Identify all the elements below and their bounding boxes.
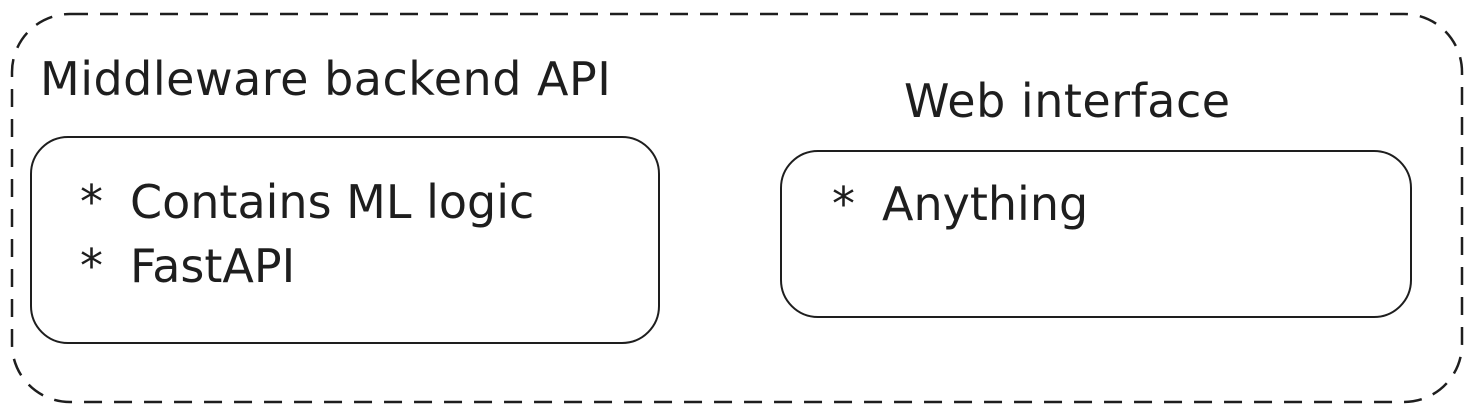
backend-box xyxy=(30,136,660,344)
web-bullet-item: * Anything xyxy=(832,172,1088,236)
backend-bullet-item: * FastAPI xyxy=(80,234,534,298)
backend-bullet-item: * Contains ML logic xyxy=(80,170,534,234)
backend-bullet-text: Contains ML logic xyxy=(130,175,535,229)
web-group-title: Web interface xyxy=(904,74,1231,128)
backend-group-title: Middleware backend API xyxy=(40,52,612,106)
web-bullet-text: Anything xyxy=(882,177,1089,231)
backend-bullet-list: * Contains ML logic * FastAPI xyxy=(80,170,534,298)
bullet-asterisk: * xyxy=(80,239,103,293)
backend-bullet-text: FastAPI xyxy=(130,239,296,293)
web-bullet-list: * Anything xyxy=(832,172,1088,236)
bullet-asterisk: * xyxy=(832,177,855,231)
bullet-asterisk: * xyxy=(80,175,103,229)
web-box xyxy=(780,150,1412,318)
